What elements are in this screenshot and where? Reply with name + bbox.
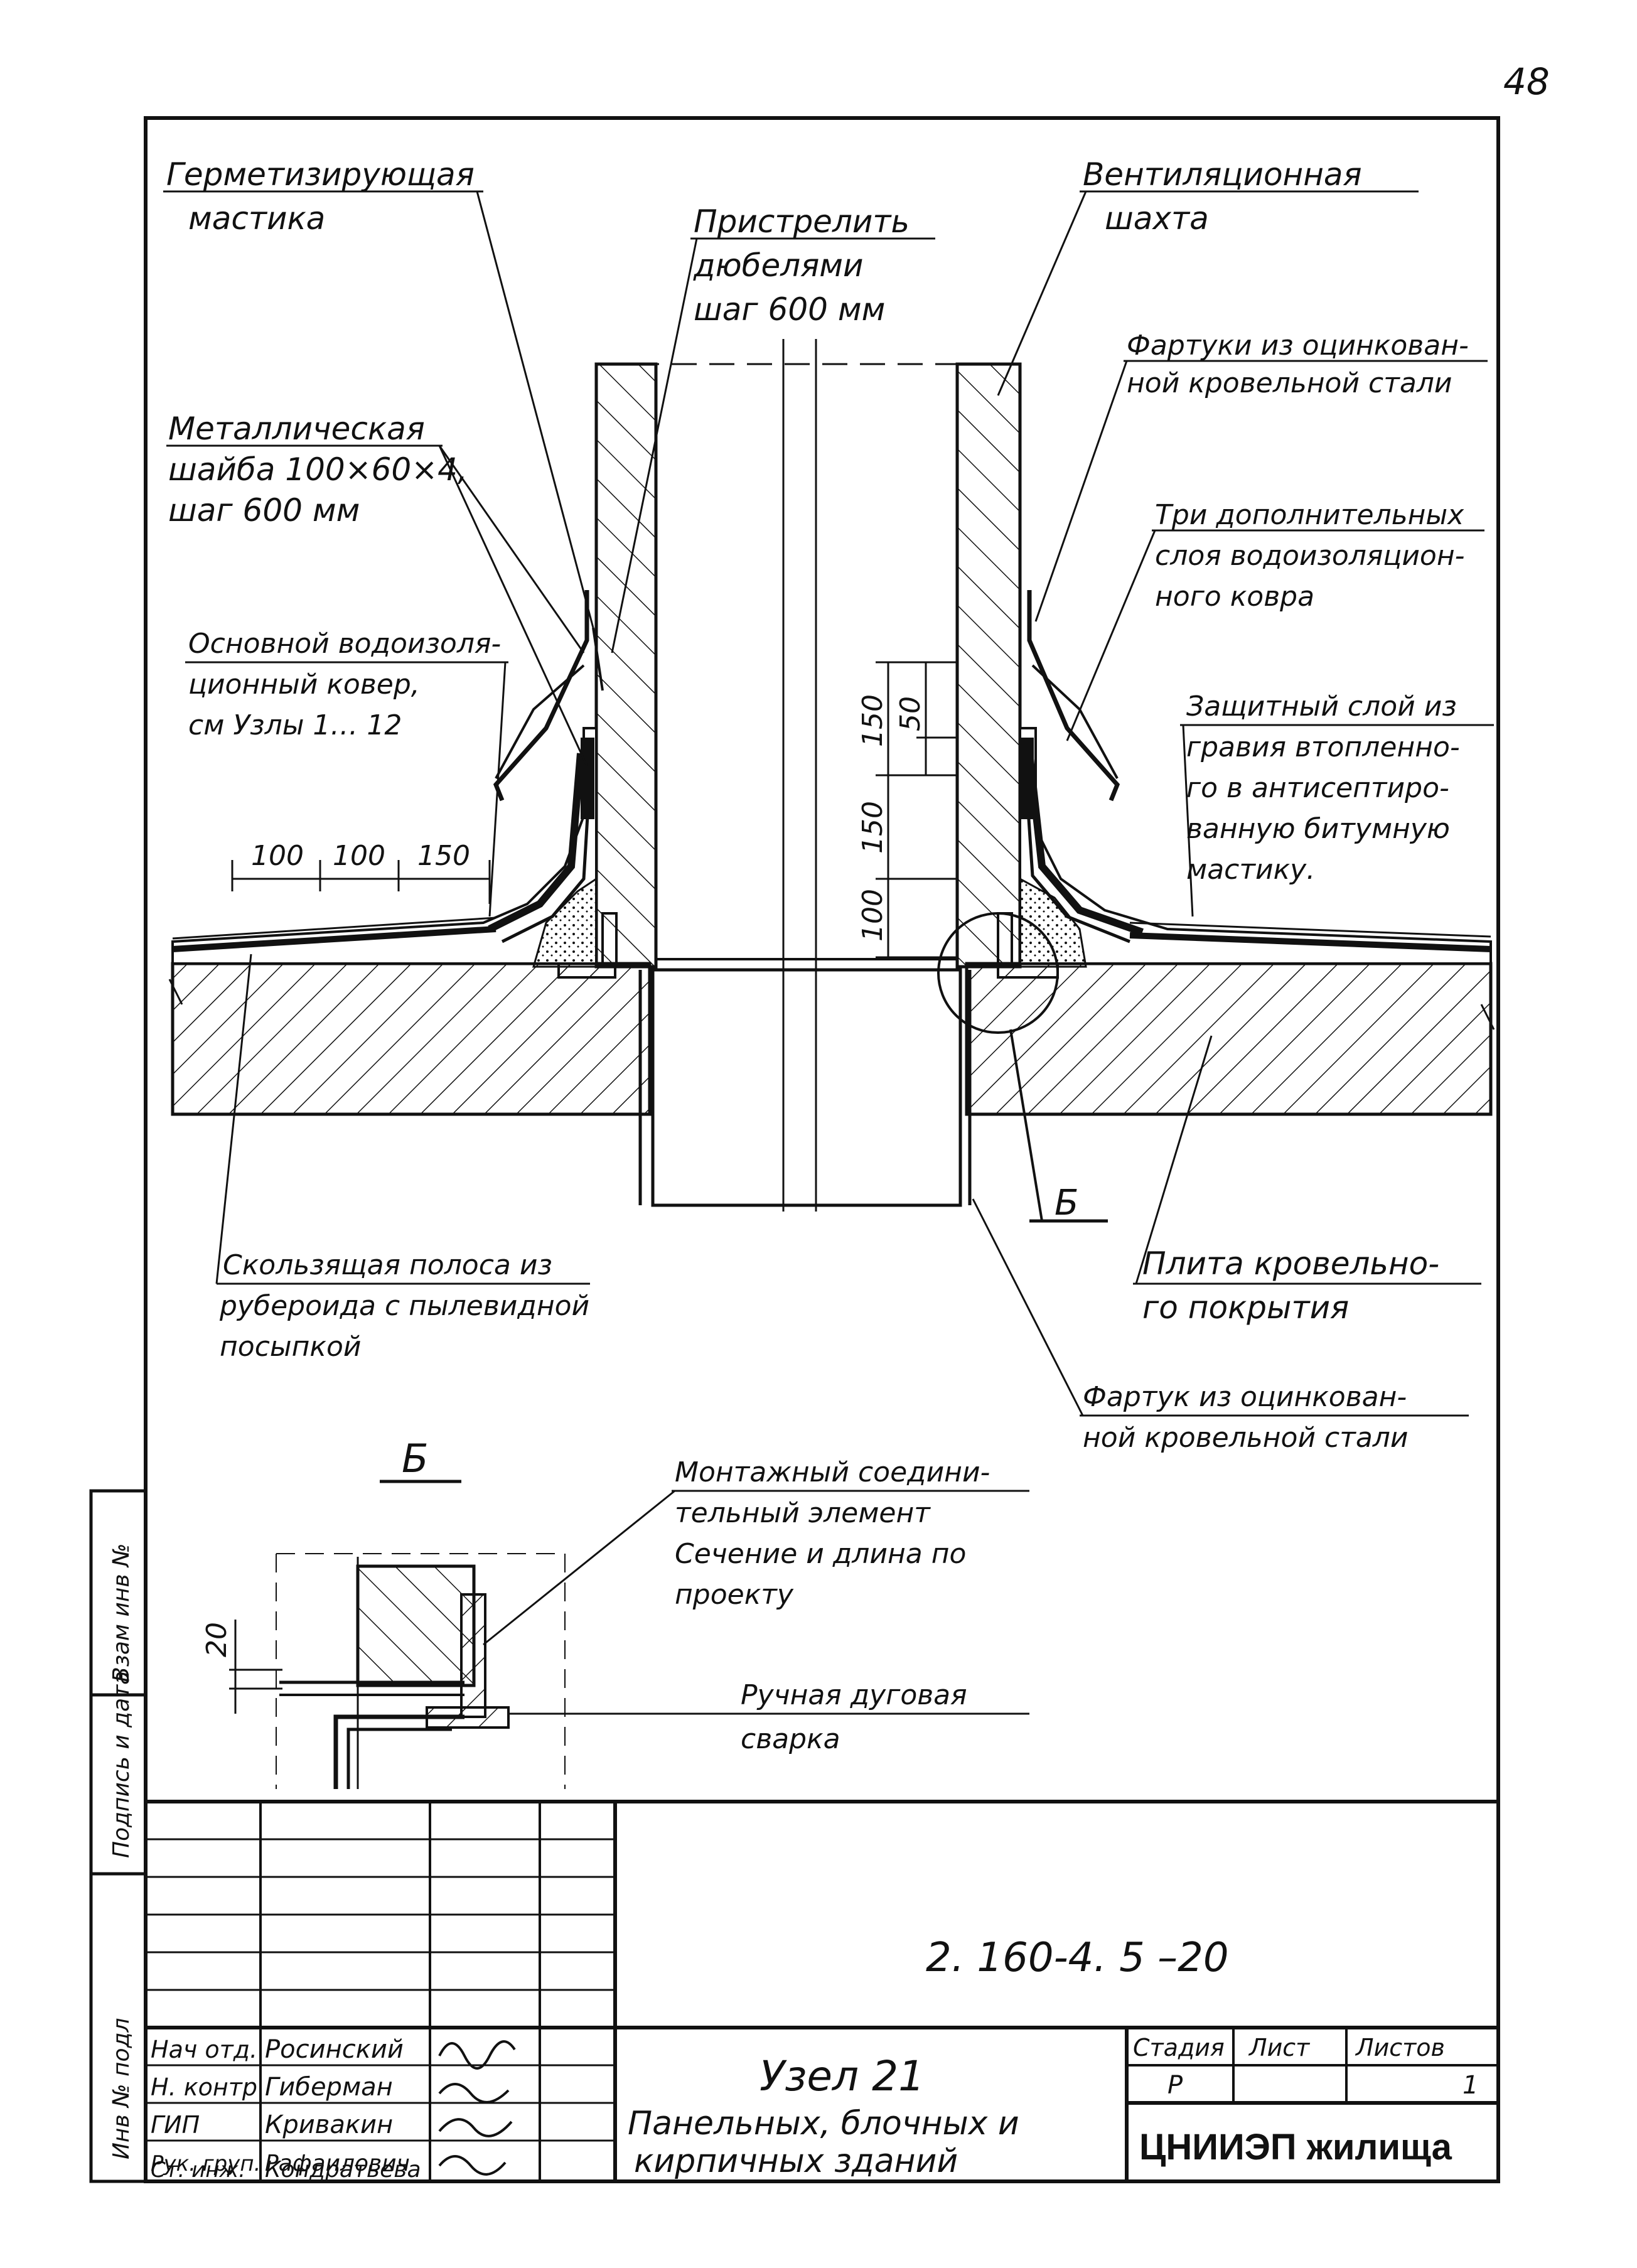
name-3: Кривакин — [265, 2110, 393, 2139]
label-weld-2: сварка — [741, 1723, 840, 1755]
annotations: Герметизирующая мастика Пристрелить дюбе… — [163, 156, 1494, 1454]
label-vent-2: шахта — [1105, 200, 1209, 237]
label-protect-2: гравия втопленно- — [1186, 731, 1460, 763]
label-three-layers-1: Три дополнительных — [1155, 499, 1464, 531]
desc-1: Панельных, блочных и — [628, 2105, 1019, 2142]
label-slide-3: посыпкой — [220, 1331, 361, 1363]
sheets-value: 1 — [1463, 2071, 1478, 2100]
washer-right — [1020, 738, 1034, 819]
role-1: Нач отд. — [151, 2036, 257, 2063]
detail-b: Б 20 Монтажный соедини- тельный элемент … — [201, 1436, 1029, 1789]
label-mount-2: тельный элемент — [675, 1497, 931, 1529]
dim-v150-a: 150 — [857, 694, 889, 747]
label-base-carpet-2: ционный ковер, — [188, 669, 420, 701]
node-title: Узел 21 — [759, 2052, 925, 2100]
sealant-fillet-right — [1019, 877, 1087, 968]
side-stamp-inv: Инв № подл — [109, 2018, 134, 2159]
dim-v50: 50 — [894, 696, 926, 731]
name-2: Гиберман — [265, 2073, 393, 2102]
label-mount-1: Монтажный соедини- — [675, 1456, 990, 1488]
dims-horizontal: 100 100 150 — [231, 840, 491, 904]
shaft-wall-left — [594, 362, 658, 969]
label-dowel-2: дюбелями — [693, 247, 864, 284]
label-mount-4: проекту — [675, 1579, 794, 1611]
label-protect-4: ванную битумную — [1186, 813, 1450, 845]
shaft-lower — [651, 968, 962, 1207]
doc-code: 2. 160-4. 5 –20 — [926, 1935, 1229, 1981]
label-protect-1: Защитный слой из — [1186, 691, 1457, 723]
name-4: Рафаилович — [265, 2151, 410, 2176]
label-washer-1: Металлическая — [168, 411, 425, 447]
label-three-layers-2: слоя водоизоляцион- — [1155, 540, 1465, 572]
role-5: Ст. инж. — [151, 2158, 245, 2183]
organization: ЦНИИЭП жилища — [1139, 2127, 1452, 2168]
role-4: Рук. груп. — [151, 2151, 260, 2176]
stage-value: Р — [1167, 2071, 1183, 2100]
label-slab-2: го покрытия — [1142, 1289, 1349, 1326]
side-stamp-vzam: Взам инв № — [109, 1543, 134, 1682]
label-apron-top-2: ной кровельной стали — [1127, 367, 1452, 399]
label-sealant-1: Герметизирующая — [166, 156, 475, 193]
roof-slab-right — [965, 962, 1493, 1116]
signature-3 — [438, 2118, 513, 2137]
dim-v100: 100 — [857, 889, 889, 942]
main-section: Б — [168, 339, 1495, 1223]
signature-4 — [438, 2155, 507, 2176]
dim-150: 150 — [417, 840, 470, 872]
label-dowel-3: шаг 600 мм — [694, 291, 885, 328]
label-slab-1: Плита кровельно- — [1142, 1245, 1439, 1282]
label-base-carpet-1: Основной водоизоля- — [188, 628, 501, 660]
label-protect-5: мастику. — [1186, 854, 1315, 886]
label-weld-1: Ручная дуговая — [741, 1679, 967, 1711]
name-1: Росинский — [265, 2035, 404, 2064]
apron-right — [1027, 590, 1120, 802]
stage-header: Стадия — [1133, 2034, 1225, 2061]
label-base-carpet-3: см Узлы 1… 12 — [188, 709, 402, 741]
detail-b-title: Б — [402, 1436, 429, 1481]
dims-vertical: 150 50 150 100 — [857, 661, 957, 959]
desc-2: кирпичных зданий — [634, 2142, 958, 2180]
signature-1 — [438, 2040, 516, 2070]
name-5: Кондратьева — [265, 2157, 421, 2183]
label-apron-bot-2: ной кровельной стали — [1083, 1422, 1409, 1454]
dim-100-b: 100 — [333, 840, 385, 872]
label-dowel-1: Пристрелить — [694, 203, 910, 240]
sheets-header: Листов — [1355, 2034, 1445, 2061]
label-mount-3: Сечение и длина по — [675, 1538, 966, 1570]
role-3: ГИП — [151, 2111, 200, 2139]
roof-slab-left — [171, 962, 652, 1116]
label-protect-3: го в антисептиро- — [1186, 772, 1449, 804]
label-slide-2: рубероида с пылевидной — [219, 1290, 589, 1322]
signature-2 — [438, 2083, 510, 2104]
page-number: 48 — [1503, 60, 1550, 103]
title-block: 2. 160-4. 5 –20 Нач отд. Н. контр ГИП Ру… — [144, 1800, 1500, 2183]
detail-circle-b — [937, 912, 1059, 1034]
label-apron-top-1: Фартуки из оцинкован- — [1127, 330, 1469, 362]
label-sealant-2: мастика — [188, 200, 325, 237]
side-stamp-sign: Подпись и дата — [109, 1671, 134, 1858]
sheet-header: Лист — [1248, 2034, 1311, 2061]
section-mark-b: Б — [1055, 1183, 1078, 1223]
label-washer-2: шайба 100×60×4, — [168, 451, 468, 488]
label-vent-1: Вентиляционная — [1083, 156, 1362, 193]
apron-left — [493, 590, 589, 802]
dim-100-a: 100 — [251, 840, 304, 872]
label-washer-3: шаг 600 мм — [168, 492, 360, 529]
dim-v150-b: 150 — [857, 801, 889, 854]
label-three-layers-3: ного ковра — [1155, 581, 1314, 613]
shaft-wall-right — [955, 362, 1022, 969]
washer-left — [581, 738, 594, 819]
label-apron-bot-1: Фартук из оцинкован- — [1083, 1381, 1407, 1413]
label-slide-1: Скользящая полоса из — [223, 1249, 552, 1281]
role-2: Н. контр — [151, 2073, 257, 2101]
dim-20: 20 — [201, 1622, 233, 1657]
